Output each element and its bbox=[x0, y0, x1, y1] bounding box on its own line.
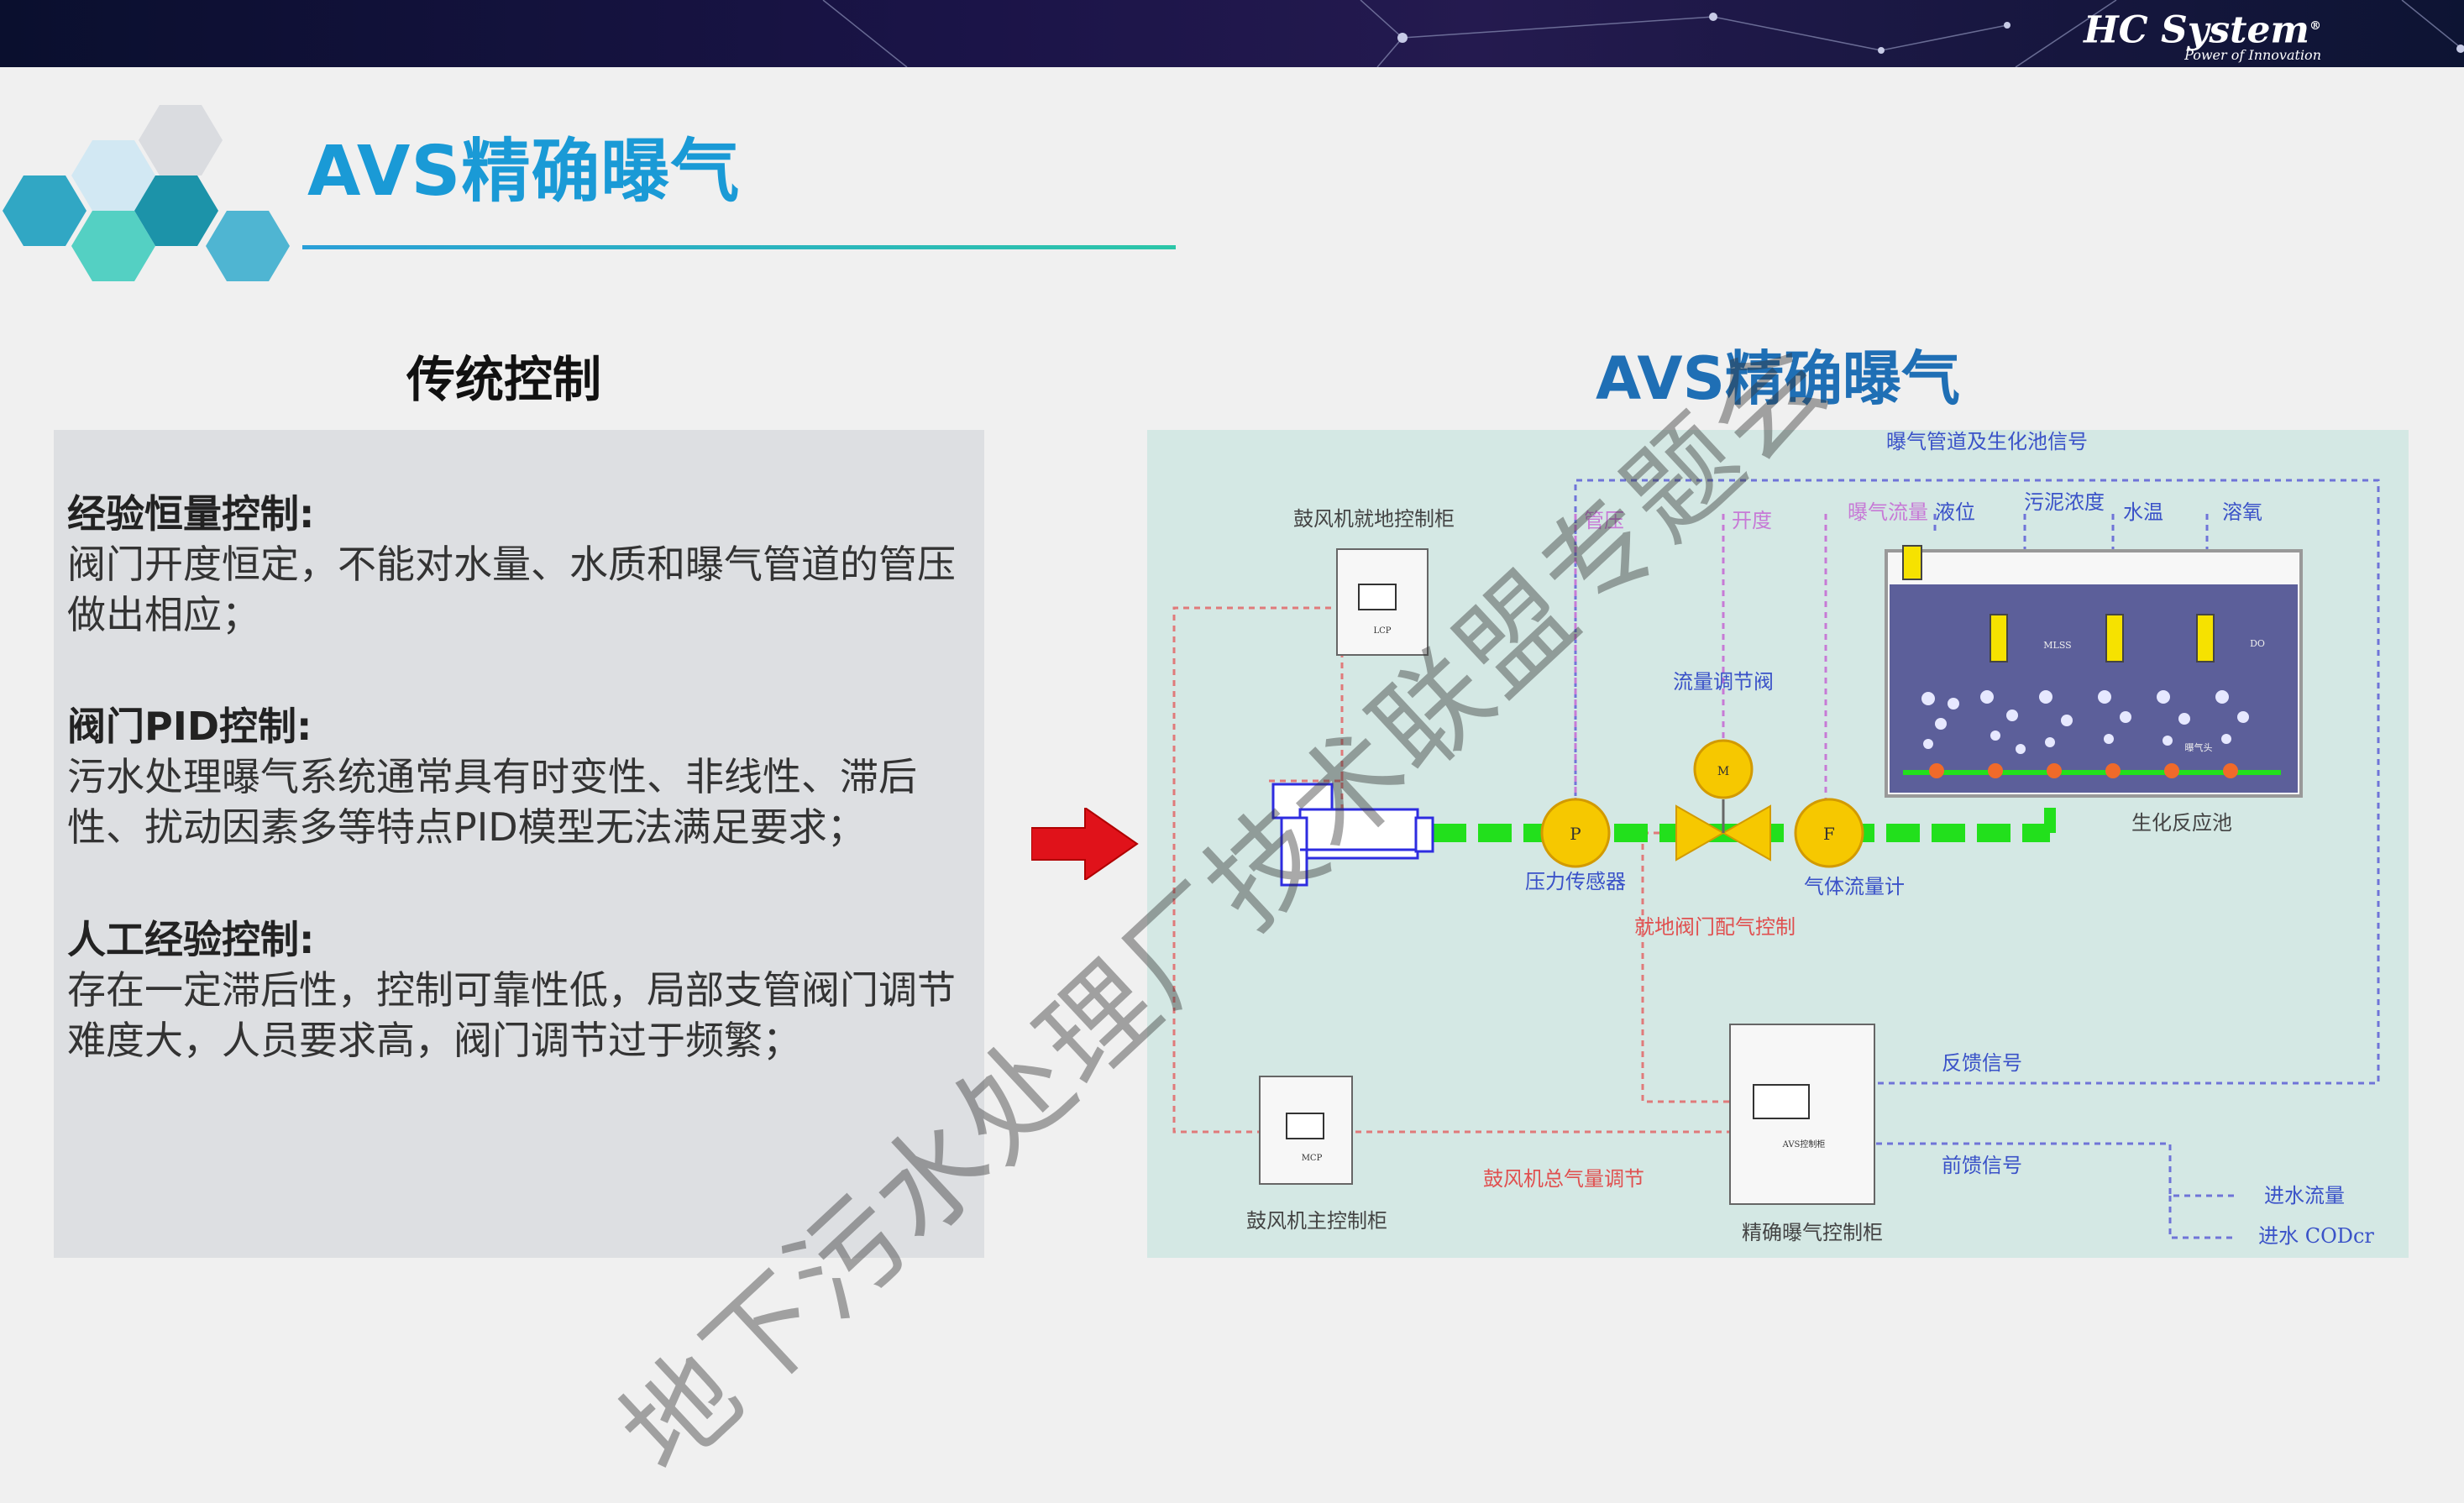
avs-process-diagram: LCP 鼓风机就地控制柜 曝气管道及生化池信号 管压 开度 曝气流量 液位 污泥… bbox=[1172, 430, 2380, 1248]
avs-cabinet-icon bbox=[1729, 1024, 1875, 1205]
brand-logo: HC System® Power of Innovation bbox=[2084, 5, 2321, 63]
tank-aerator-label: 曝气头 bbox=[2185, 741, 2213, 753]
network-decoration bbox=[822, 0, 2464, 67]
valve-icon bbox=[1675, 739, 1771, 861]
traditional-control-panel: 经验恒量控制: 阀门开度恒定，不能对水量、水质和曝气管道的管压做出相应； 阀门P… bbox=[54, 430, 984, 1258]
signal-pipe-pressure: 管压 bbox=[1584, 509, 1624, 532]
signal-aeration-flow: 曝气流量 bbox=[1848, 500, 1928, 524]
local-valve-label: 就地阀门配气控制 bbox=[1634, 915, 1796, 939]
feedback-signal-label: 反馈信号 bbox=[1942, 1051, 2022, 1075]
tank-mlss-label: MLSS bbox=[2043, 640, 2071, 651]
signal-water-temp: 水温 bbox=[2123, 500, 2163, 524]
control-block-experience: 经验恒量控制: 阀门开度恒定，不能对水量、水质和曝气管道的管压做出相应； bbox=[67, 489, 974, 640]
tank-label: 生化反应池 bbox=[2131, 811, 2232, 835]
main-cabinet-tag: MCP bbox=[1302, 1154, 1323, 1163]
signal-lines-blue bbox=[1574, 479, 2380, 1239]
signal-lines-purple bbox=[1574, 514, 1827, 833]
brand-reg-mark: ® bbox=[2309, 19, 2321, 33]
blower-total-air-label: 鼓风机总气量调节 bbox=[1483, 1167, 1644, 1191]
brand-tagline: Power of Innovation bbox=[2184, 46, 2321, 63]
local-cabinet-icon bbox=[1336, 548, 1429, 656]
reactor-tank-icon bbox=[1885, 545, 2303, 798]
local-cabinet-tag: LCP bbox=[1373, 626, 1391, 636]
block-title: 阀门PID控制: bbox=[67, 704, 312, 749]
control-block-pid: 阀门PID控制: 污水处理曝气系统通常具有时变性、非线性、滞后性、扰动因素多等特… bbox=[67, 701, 974, 852]
page-title: AVS精确曝气 bbox=[307, 132, 741, 212]
inflow-cod-label: 进水 CODcr bbox=[2258, 1224, 2374, 1248]
arrow-right-icon bbox=[1031, 808, 1139, 880]
left-heading: 传统控制 bbox=[406, 351, 601, 408]
blower-icon bbox=[1271, 783, 1434, 887]
tank-do-label: DO bbox=[2250, 638, 2265, 649]
motor-tag: M bbox=[1717, 765, 1729, 778]
flow-valve-label: 流量调节阀 bbox=[1673, 670, 1774, 694]
block-title: 经验恒量控制: bbox=[67, 491, 315, 537]
control-block-manual: 人工经验控制: 存在一定滞后性，控制可靠性低，局部支管阀门调节难度大，人员要求高… bbox=[67, 914, 974, 1066]
block-body: 存在一定滞后性，控制可靠性低，局部支管阀门调节难度大，人员要求高，阀门调节过于频… bbox=[67, 967, 956, 1063]
main-cabinet-label: 鼓风机主控制柜 bbox=[1246, 1209, 1387, 1233]
flow-meter-icon bbox=[1794, 798, 1864, 868]
pressure-sensor-label: 压力传感器 bbox=[1525, 870, 1626, 893]
block-body: 污水处理曝气系统通常具有时变性、非线性、滞后性、扰动因素多等特点PID模型无法满… bbox=[67, 754, 917, 850]
avs-cabinet-tag: AVS控制柜 bbox=[1782, 1139, 1826, 1150]
right-heading: AVS精确曝气 bbox=[1596, 344, 1961, 413]
signal-header: 曝气管道及生化池信号 bbox=[1886, 430, 2088, 453]
signal-sludge-concentration: 污泥浓度 bbox=[2024, 490, 2105, 514]
pressure-tag: P bbox=[1570, 824, 1581, 844]
avs-cabinet-label: 精确曝气控制柜 bbox=[1742, 1221, 1883, 1244]
pressure-sensor-icon bbox=[1540, 798, 1611, 868]
block-body: 阀门开度恒定，不能对水量、水质和曝气管道的管压做出相应； bbox=[67, 542, 956, 637]
brand-name: HC System bbox=[2084, 8, 2309, 52]
title-underline bbox=[302, 245, 1176, 249]
top-banner: HC System® Power of Innovation bbox=[0, 0, 2464, 67]
block-title: 人工经验控制: bbox=[67, 917, 315, 962]
signal-dissolved-oxygen: 溶氧 bbox=[2222, 500, 2262, 524]
feedforward-signal-label: 前馈信号 bbox=[1942, 1154, 2022, 1177]
main-cabinet-icon bbox=[1259, 1076, 1353, 1185]
avs-diagram-panel: LCP 鼓风机就地控制柜 曝气管道及生化池信号 管压 开度 曝气流量 液位 污泥… bbox=[1147, 430, 2409, 1258]
hexagon-decoration bbox=[3, 105, 290, 281]
signal-level: 液位 bbox=[1935, 500, 1975, 524]
inflow-label: 进水流量 bbox=[2264, 1184, 2345, 1207]
flow-tag: F bbox=[1823, 824, 1835, 844]
local-cabinet-label: 鼓风机就地控制柜 bbox=[1293, 507, 1455, 531]
gas-flow-meter-label: 气体流量计 bbox=[1804, 875, 1905, 898]
signal-valve-opening: 开度 bbox=[1732, 509, 1772, 532]
